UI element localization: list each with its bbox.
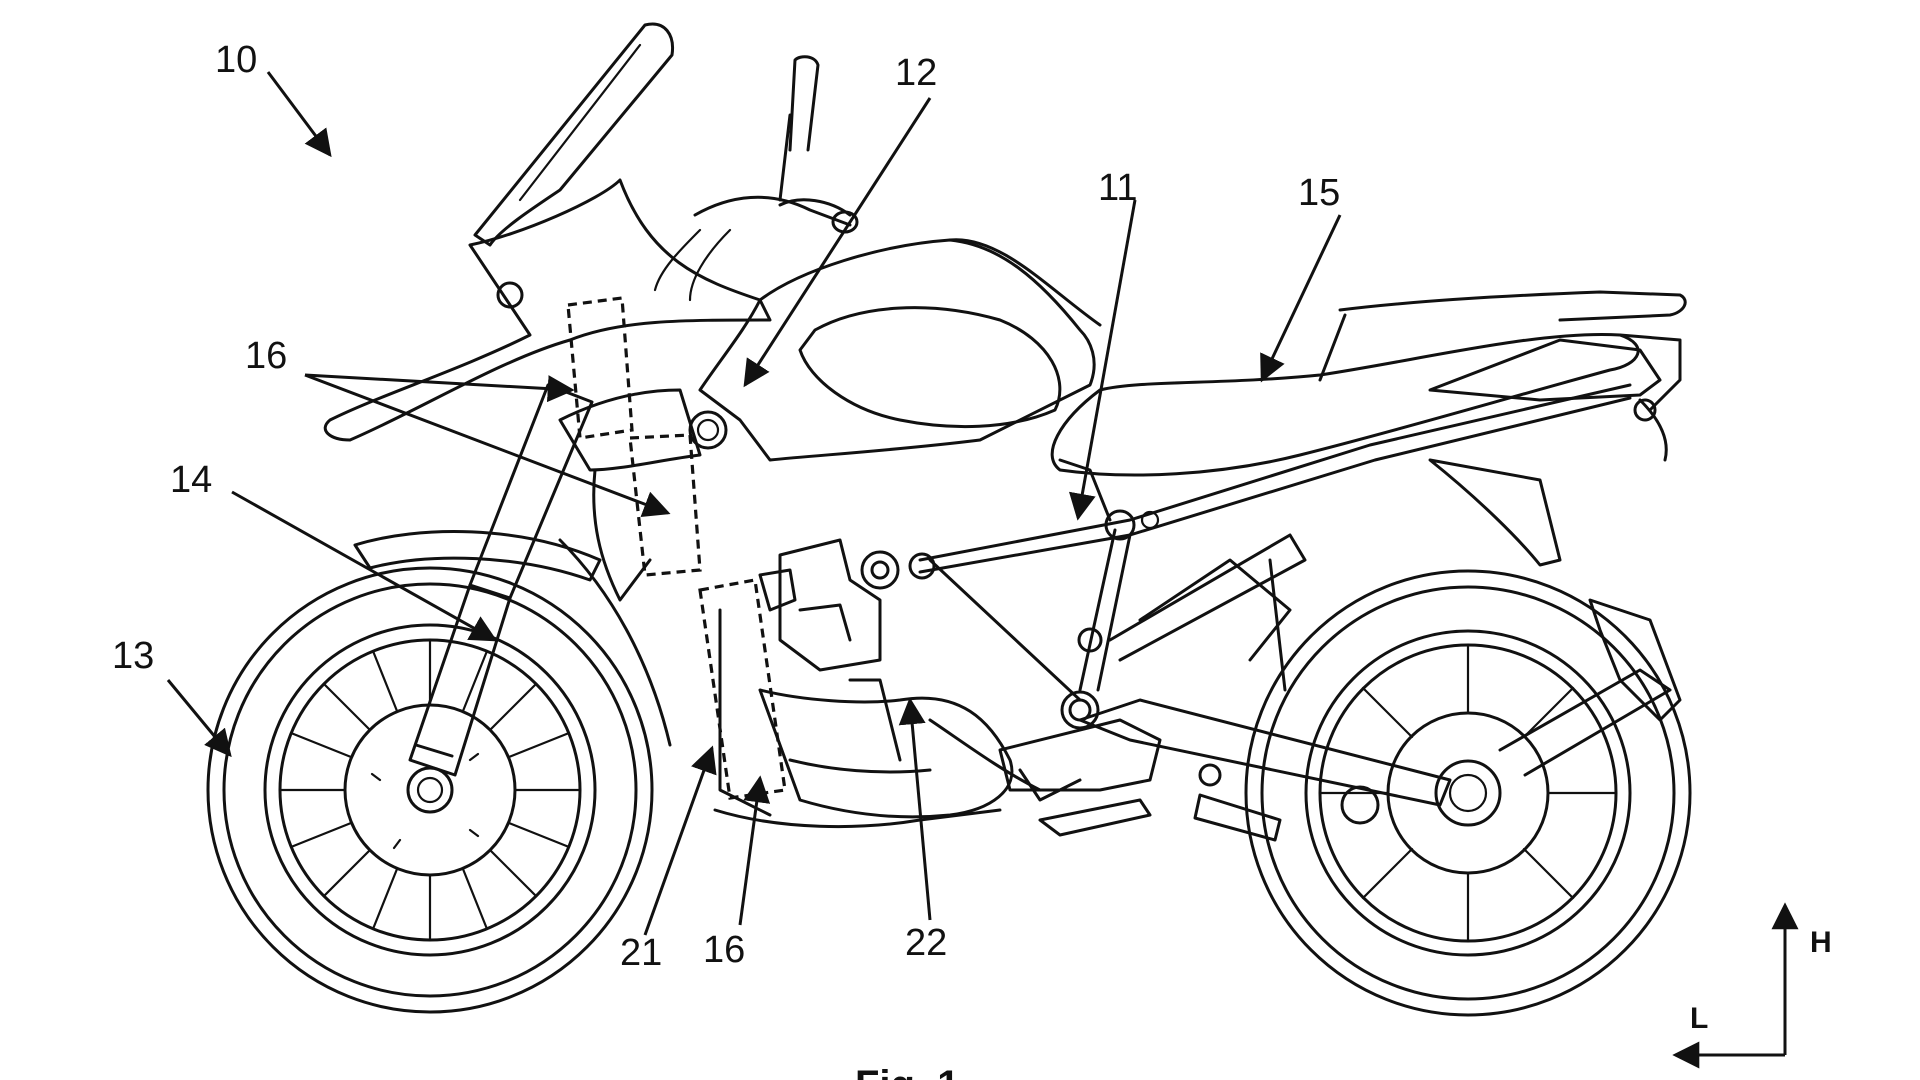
- rear-wheel: [1244, 569, 1692, 1017]
- label-light-module-upper: 16: [245, 335, 287, 377]
- light-module-upper: [566, 296, 634, 440]
- front-wheel: [206, 566, 654, 1014]
- engine: [713, 538, 1282, 842]
- seat: [1050, 290, 1687, 477]
- light-module-lower: [698, 578, 787, 800]
- reference-numerals: 10 12 11 15 16 14 13 21 16 22: [112, 39, 1340, 974]
- label-seat: 15: [1298, 172, 1340, 214]
- light-modules: [566, 296, 787, 800]
- label-engine: 22: [905, 922, 947, 964]
- front-fender: [353, 529, 672, 747]
- luggage-rack: [1428, 333, 1682, 567]
- label-motorcycle: 10: [215, 39, 257, 81]
- light-module-middle: [628, 433, 702, 577]
- motorcycle-drawing: [206, 22, 1692, 1017]
- fuel-tank: [688, 238, 1102, 462]
- label-lower-part: 21: [620, 932, 662, 974]
- handlebar: [653, 55, 859, 302]
- swingarm: [1078, 558, 1682, 825]
- label-light-module-lower: 16: [703, 929, 745, 971]
- label-frame: 11: [1098, 167, 1137, 209]
- axis-label-l: L: [1690, 1002, 1708, 1035]
- label-front-wheel: 13: [112, 635, 154, 677]
- label-fork: 14: [170, 459, 212, 501]
- figure-caption: Fig. 1: [855, 1063, 959, 1080]
- axis-label-h: H: [1810, 926, 1832, 959]
- label-tank-cover: 12: [895, 52, 937, 94]
- leader-lines: [166, 71, 1342, 936]
- frame: [860, 383, 1632, 730]
- windscreen: [473, 22, 675, 247]
- axis-indicator: H L: [1672, 902, 1832, 1069]
